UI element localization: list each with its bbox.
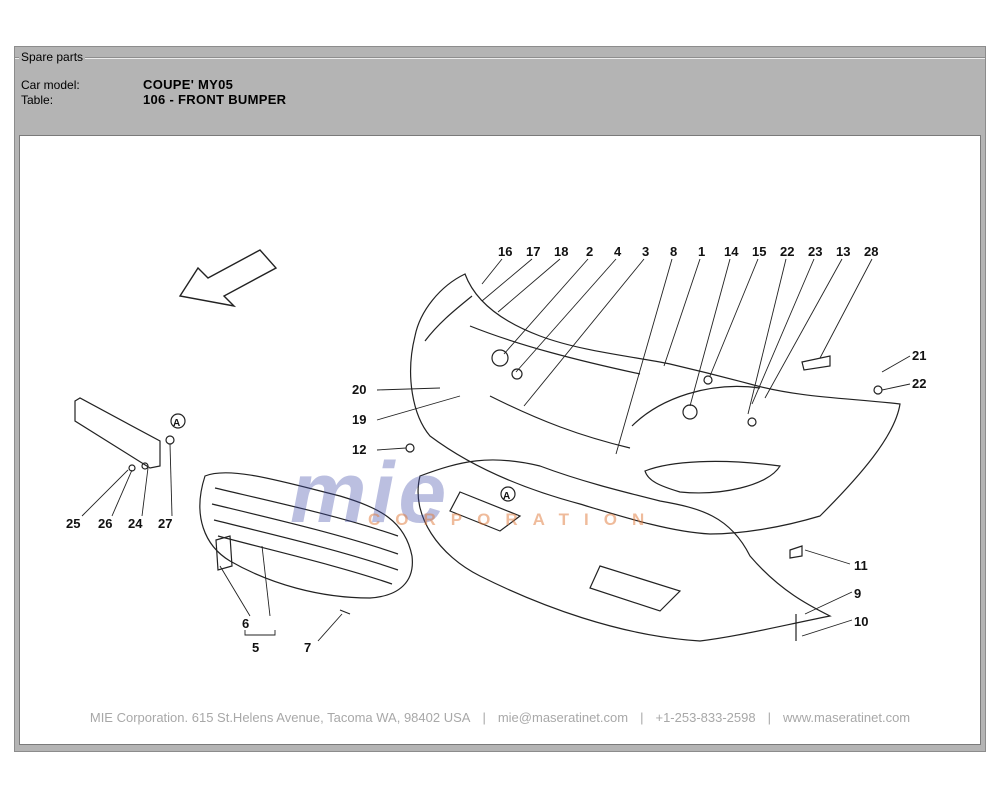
callout-10: 10 xyxy=(854,614,868,629)
callout-6: 6 xyxy=(242,616,249,631)
callout-5: 5 xyxy=(252,640,259,655)
callout-27: 27 xyxy=(158,516,172,531)
callout-15: 15 xyxy=(752,244,766,259)
group-box-border xyxy=(15,57,985,59)
callout-18: 18 xyxy=(554,244,568,259)
callout-2: 2 xyxy=(586,244,593,259)
callout-a-left: A xyxy=(173,418,180,429)
callout-22b: 22 xyxy=(912,376,926,391)
watermark-subtitle: CORPORATION xyxy=(368,510,660,529)
callout-24: 24 xyxy=(128,516,143,531)
callout-16: 16 xyxy=(498,244,512,259)
table-value: 106 - FRONT BUMPER xyxy=(143,92,287,107)
spare-parts-window: Spare parts Car model: COUPE' MY05 Table… xyxy=(14,46,986,752)
parts-diagram-panel: 16 17 18 2 4 3 8 1 14 15 22 23 13 28 21 … xyxy=(19,135,981,745)
bumper-cover xyxy=(410,273,901,535)
callout-1: 1 xyxy=(698,244,705,259)
side-bracket xyxy=(74,397,161,469)
callout-20: 20 xyxy=(352,382,366,397)
callout-11: 11 xyxy=(854,558,868,573)
car-model-label: Car model: xyxy=(21,78,80,92)
footer-email[interactable]: mie@maseratinet.com xyxy=(497,710,629,725)
table-label: Table: xyxy=(21,93,54,107)
callout-19: 19 xyxy=(352,412,366,427)
parts-diagram: 16 17 18 2 4 3 8 1 14 15 22 23 13 28 21 … xyxy=(66,244,926,655)
under-tray xyxy=(417,459,832,642)
group-title: Spare parts xyxy=(19,50,86,64)
callout-13: 13 xyxy=(836,244,850,259)
front-grille xyxy=(199,472,413,599)
callout-21: 21 xyxy=(912,348,926,363)
callout-8: 8 xyxy=(670,244,677,259)
footer-address: MIE Corporation. 615 St.Helens Avenue, T… xyxy=(89,710,471,725)
callout-26: 26 xyxy=(98,516,112,531)
callout-12: 12 xyxy=(352,442,366,457)
callout-22: 22 xyxy=(780,244,794,259)
callout-25: 25 xyxy=(66,516,80,531)
callout-17: 17 xyxy=(526,244,540,259)
direction-arrow xyxy=(178,249,278,308)
car-model-value: COUPE' MY05 xyxy=(143,77,234,92)
footer-phone: +1-253-833-2598 xyxy=(655,710,756,725)
callout-9: 9 xyxy=(854,586,861,601)
callout-28: 28 xyxy=(864,244,878,259)
callout-23: 23 xyxy=(808,244,822,259)
callout-4: 4 xyxy=(614,244,622,259)
watermark-logo: mie xyxy=(290,445,451,541)
callout-3: 3 xyxy=(642,244,649,259)
callout-7: 7 xyxy=(304,640,311,655)
footer-website[interactable]: www.maseratinet.com xyxy=(782,710,911,725)
callout-a-center: A xyxy=(503,491,510,502)
leader-lines xyxy=(81,258,911,642)
callout-14: 14 xyxy=(724,244,739,259)
footer-contact: MIE Corporation. 615 St.Helens Avenue, T… xyxy=(89,710,911,725)
